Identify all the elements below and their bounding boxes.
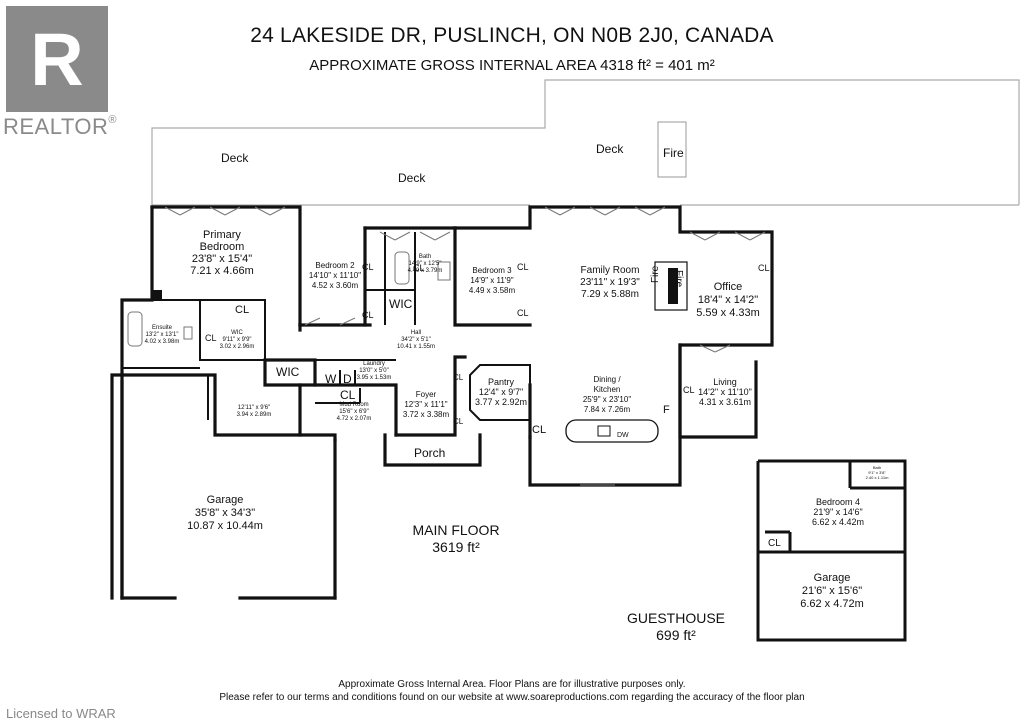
room-unnamed: 12'11" x 9'6" 3.94 x 2.89m [236,405,272,418]
room-garage: Garage 35'8" x 34'3" 10.87 x 10.44m [187,494,263,532]
room-laundry: Laundry 13'0" x 5'0" 3.95 x 1.53m [356,361,392,381]
dryer-label: D [343,372,352,386]
closet-label-mud: CL [340,388,356,402]
deck-label-3: Deck [596,142,624,156]
room-living: Living 14'2" x 11'10" 4.31 x 3.61m [698,377,752,407]
deck-label-1: Deck [221,151,249,165]
closet-label-1: CL [235,304,250,316]
realtor-logo-mark: R [30,18,84,101]
fire-label-family: Fire [650,265,661,283]
fire-label-deck: Fire [663,146,684,160]
closet-label-guest: CL [768,538,781,549]
fire-label-office: Fire [673,270,684,288]
bath-fixtures [127,251,451,347]
gross-area-subtitle: APPROXIMATE GROSS INTERNAL AREA 4318 ft²… [309,57,715,74]
interior-walls [122,232,531,421]
closet-label-5: CL [413,263,425,273]
washer-label: W [325,372,337,386]
address-title: 24 LAKESIDE DR, PUSLINCH, ON N0B 2J0, CA… [250,24,774,47]
guesthouse-walls [756,459,907,642]
closet-label-10: CL [453,417,464,426]
fireplace-interior [654,261,688,311]
window-marks [164,206,766,486]
room-pantry: Pantry 12'4" x 9'7" 3.77 x 2.92m [475,377,528,407]
closet-label-12: CL [683,385,695,395]
room-wic: WIC 9'11" x 9'9" 3.02 x 2.96m [219,330,255,350]
main-floor-label: MAIN FLOOR 3619 ft² [412,522,500,555]
room-primary-bedroom: Primary Bedroom 23'8" x 15'4" 7.21 x 4.6… [190,229,254,277]
room-porch: Porch [414,446,446,460]
kitchen-island [565,419,659,443]
deck-outline [151,79,1020,206]
closet-label-4: CL [362,310,374,320]
closet-label-7: CL [517,308,529,318]
closet-label-3: CL [362,262,374,272]
guesthouse-label: GUESTHOUSE 699 ft² [626,610,725,643]
dishwasher-label: DW [617,432,629,439]
room-bedroom-2: Bedroom 2 14'10" x 11'10" 4.52 x 3.60m [308,261,362,290]
room-foyer: Foyer 12'3" x 11'1" 3.72 x 3.38m [402,390,450,419]
deck-label-2: Deck [398,171,426,185]
wic-label-hall: WIC [276,365,300,379]
fridge-label: F [663,404,670,416]
closet-label-6: CL [517,262,529,272]
main-walls [110,205,774,600]
closet-label-2: CL [205,333,217,343]
fireplace-deck [657,121,687,178]
room-mud-room: Mud Room 15'6" x 6'9" 4.72 x 2.07m [336,402,372,422]
room-bedroom-3: Bedroom 3 14'9" x 11'9" 4.49 x 3.58m [468,266,516,295]
room-bedroom-4: Bedroom 4 21'9" x 14'6" 6.62 x 4.42m [811,497,865,527]
wall-blocks [152,290,162,300]
wic-label-bath: WIC [389,297,413,311]
room-ensuite: Ensuite 13'2" x 13'1" 4.02 x 3.98m [144,325,180,345]
room-dining-kitchen: Dining / Kitchen 25'9" x 23'10" 7.84 x 7… [582,375,632,414]
footer-disclaimer-2: Please refer to our terms and conditions… [219,692,805,703]
room-guest-bath: Bath 9'1" x 3'8" 2.40 x 1.11m [865,465,889,480]
room-guest-garage: Garage 21'6" x 15'6" 6.62 x 4.72m [800,572,864,610]
licensed-label: Licensed to WRAR [6,706,116,721]
footer-disclaimer-1: Approximate Gross Internal Area. Floor P… [338,679,686,690]
closet-label-11: CL [532,424,547,436]
room-family-room: Family Room 23'11" x 19'3" 7.29 x 5.88m [580,265,640,300]
room-office: Office 18'4" x 14'2" 5.59 x 4.33m [696,281,760,319]
room-hall: Hall 34'2" x 5'1" 10.41 x 1.55m [396,330,436,350]
closet-label-8: CL [758,263,770,273]
room-bath: Bath 14'9" x 12'5" 4.49 x 3.79m [407,254,443,274]
closet-label-9: CL [453,373,464,382]
realtor-logo: R [6,6,108,112]
realtor-wordmark: REALTOR® [3,114,117,139]
